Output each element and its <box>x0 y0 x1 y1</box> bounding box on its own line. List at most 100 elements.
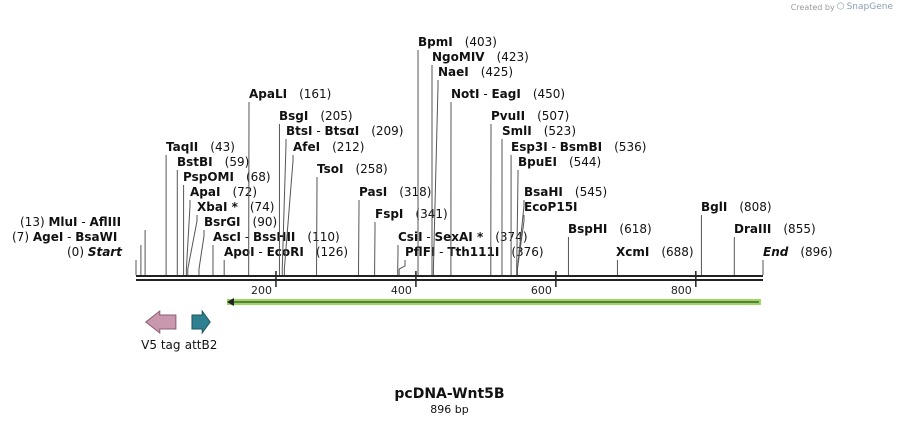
plasmid-length: 896 bp <box>430 403 469 416</box>
site-label: TsoI(258) <box>317 162 388 176</box>
ruler-tick-label: 800 <box>671 284 692 297</box>
site-enzyme-name: BtsαI <box>324 124 359 138</box>
site-separator: - <box>548 140 560 154</box>
ruler-tick-label: 600 <box>531 284 552 297</box>
site-bpmi[interactable]: BpmI(403) <box>417 35 497 275</box>
orf-arrowhead-icon <box>226 298 234 306</box>
site-ecop15i[interactable]: EcoP15I <box>516 200 578 275</box>
site-naei[interactable]: NaeI(425) <box>432 65 513 275</box>
site-pspomi[interactable]: PspOMI(68) <box>183 170 271 275</box>
site-connector <box>187 215 198 275</box>
site-bpuei[interactable]: BpuEI(544) <box>516 155 602 275</box>
site-position: (59) <box>225 155 250 169</box>
site-apali[interactable]: ApaLI(161) <box>248 87 332 275</box>
site-enzyme-name: BtsI <box>286 124 313 138</box>
site-end[interactable]: End(896) <box>762 245 833 275</box>
site-label: (7) AgeI - BsaWI <box>12 230 117 244</box>
site-smli[interactable]: SmlI(523) <box>501 124 576 275</box>
site-pflfi-tth111i[interactable]: PflFI - Tth111I(376) <box>398 245 544 275</box>
site-position: (403) <box>465 35 497 49</box>
site-enzyme-name: AflIII <box>89 215 121 229</box>
site-enzyme-name: MluI <box>48 215 77 229</box>
site-position: (161) <box>299 87 331 101</box>
site-enzyme-name: BsaHI <box>524 185 563 199</box>
site-xbai[interactable]: XbaI *(74) <box>187 200 275 275</box>
site-label: NaeI(425) <box>438 65 513 79</box>
site-xcmi[interactable]: XcmI (688) <box>616 245 694 275</box>
site-connector <box>281 139 287 275</box>
site-enzyme-name: EcoRI <box>267 245 304 259</box>
orf-bar[interactable] <box>226 298 761 306</box>
site-afei[interactable]: AfeI(212) <box>283 140 364 275</box>
site-label: ApaLI(161) <box>249 87 331 101</box>
feature-attb2[interactable]: attB2 <box>185 309 218 352</box>
site-label: CsiI - SexAI *(374) <box>398 230 528 244</box>
site-position: (855) <box>783 222 815 236</box>
site-agei-bsawi[interactable]: (7) AgeI - BsaWI <box>12 230 142 275</box>
site-label: ApoI - EcoRI (126) <box>224 245 348 259</box>
site-draiii[interactable]: DraIII (855) <box>733 222 816 275</box>
site-label: AfeI(212) <box>293 140 364 154</box>
site-pvuii[interactable]: PvuII(507) <box>490 109 570 275</box>
site-asci-bsshii[interactable]: AscI - BssHII(110) <box>212 230 340 275</box>
site-tsoi[interactable]: TsoI(258) <box>316 162 388 275</box>
feature-v5-tag[interactable]: V5 tag <box>141 309 181 352</box>
site-separator: - <box>480 87 492 101</box>
ruler-tick-label: 400 <box>391 284 412 297</box>
branding-product: SnapGene <box>846 2 893 12</box>
site-noti-eagi[interactable]: NotI - EagI(450) <box>450 87 565 275</box>
site-taqii[interactable]: TaqII(43) <box>165 140 235 275</box>
site-btsi-bts-i[interactable]: BtsI - BtsαI(209) <box>281 124 403 275</box>
site-separator: - <box>423 230 435 244</box>
site-label: NgoMIV(423) <box>432 50 529 64</box>
site-enzyme-name: ApoI <box>224 245 255 259</box>
site-label: PvuII(507) <box>491 109 569 123</box>
feature-label: V5 tag <box>141 338 180 352</box>
site-connector <box>432 80 439 275</box>
site-label: End(896) <box>763 245 833 259</box>
site-position: (523) <box>544 124 576 138</box>
site-position: (808) <box>739 200 771 214</box>
site-position: (0) <box>67 245 88 259</box>
site-position: (205) <box>320 109 352 123</box>
site-enzyme-name: DraIII <box>734 222 771 236</box>
site-ngomiv[interactable]: NgoMIV(423) <box>431 50 529 275</box>
site-enzyme-name: ApaI <box>190 185 220 199</box>
site-enzyme-name: BsrGI <box>204 215 241 229</box>
site-connector <box>516 170 519 275</box>
site-bsphi[interactable]: BspHI(618) <box>567 222 652 275</box>
site-mlui-afliii[interactable]: (13) MluI - AflIII <box>20 215 146 275</box>
site-apai[interactable]: ApaI(72) <box>185 185 257 275</box>
site-pasi[interactable]: PasI(318) <box>358 185 432 275</box>
site-connector <box>516 215 525 275</box>
site-apoi-ecori[interactable]: ApoI - EcoRI (126) <box>223 245 348 275</box>
site-bgli[interactable]: BglI(808) <box>700 200 772 275</box>
site-bsrgi[interactable]: BsrGI(90) <box>198 215 277 275</box>
site-esp3i-bsmbi[interactable]: Esp3I - BsmBI(536) <box>510 140 646 275</box>
site-enzyme-name: EagI <box>491 87 520 101</box>
site-position: (688) <box>661 245 693 259</box>
site-position: (212) <box>332 140 364 154</box>
site-position: (126) <box>316 245 348 259</box>
site-separator: - <box>255 245 267 259</box>
site-start[interactable]: (0) Start <box>67 245 137 275</box>
site-enzyme-name: Start <box>88 245 123 259</box>
site-enzyme-name: NgoMIV <box>432 50 485 64</box>
site-enzyme-name: TsoI <box>317 162 343 176</box>
feature-arrow-icon <box>191 309 211 335</box>
site-position: (110) <box>307 230 339 244</box>
site-enzyme-name: CsiI <box>398 230 423 244</box>
site-label: BsrGI(90) <box>204 215 277 229</box>
site-position: (545) <box>575 185 607 199</box>
site-enzyme-name: XcmI <box>616 245 649 259</box>
site-label: BpuEI(544) <box>518 155 601 169</box>
site-enzyme-name: SexAI * <box>435 230 484 244</box>
site-bstbi[interactable]: BstBI(59) <box>176 155 250 275</box>
site-enzyme-name: Esp3I <box>511 140 548 154</box>
site-enzyme-name: PvuII <box>491 109 525 123</box>
snapgene-logo-icon: ⬡ <box>836 2 845 12</box>
site-label: PasI(318) <box>359 185 431 199</box>
site-bsgi[interactable]: BsgI(205) <box>278 109 353 275</box>
site-separator: - <box>435 245 447 259</box>
